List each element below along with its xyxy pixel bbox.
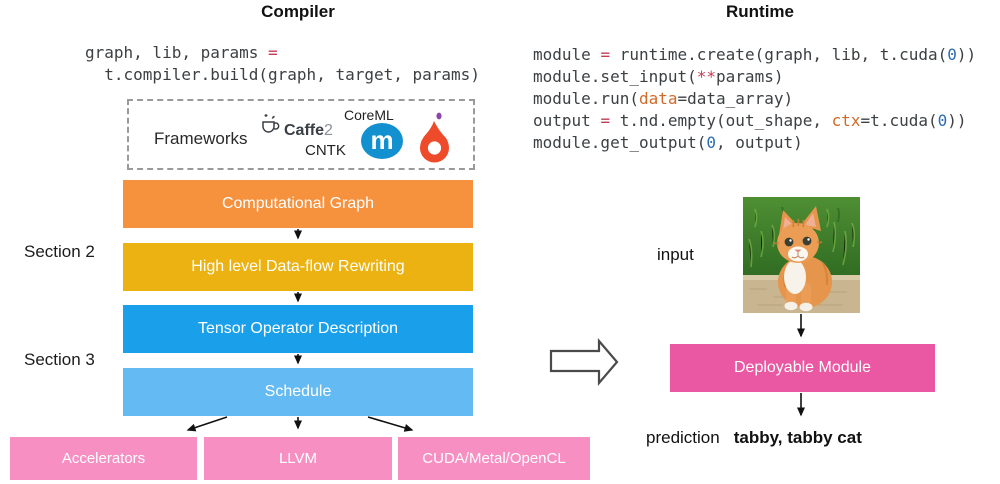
prediction-label: prediction [646,428,720,447]
code-line: output = t.nd.empty(out_shape, ctx=t.cud… [533,111,967,130]
prediction-row: prediction tabby, tabby cat [646,428,862,448]
cntk-label: CNTK [305,142,346,159]
caffe2-version: 2 [324,122,333,139]
stage-label: Computational Graph [221,195,375,212]
target-label: CUDA/Metal/OpenCL [422,450,566,467]
input-label: input [657,245,694,264]
mxnet-logo-icon: m [361,123,403,159]
deployable-module-label: Deployable Module [734,359,871,376]
pytorch-flame-icon [419,111,451,165]
code-line: module.run(data=data_array) [533,89,794,108]
mxnet-letter: m [370,124,394,155]
runtime-title: Runtime [726,2,794,21]
stage-dataflow-rewriting: High level Data-flow Rewriting [123,243,473,291]
stage-label: Tensor Operator Description [197,320,399,337]
compiler-code-block: graph, lib, params = t.compiler.build(gr… [85,42,480,86]
code-line: graph, lib, params = [85,43,278,62]
deployable-module-box: Deployable Module [670,344,935,392]
coffee-cup-icon [260,113,280,135]
arrow-schedule-to-accelerators [186,416,228,432]
target-cuda-metal-opencl: CUDA/Metal/OpenCL [398,437,590,480]
code-line: module = runtime.create(graph, lib, t.cu… [533,45,977,64]
code-line: module.get_output(0, output) [533,133,803,152]
code-line: module.set_input(**params) [533,67,784,86]
target-label: Accelerators [61,450,146,467]
compiler-title: Compiler [261,2,335,21]
target-accelerators: Accelerators [10,437,197,480]
caffe2-name: Caffe [284,122,325,139]
stage-label: High level Data-flow Rewriting [191,258,405,275]
stage-label: Schedule [264,383,332,400]
section-3-label: Section 3 [24,350,95,369]
caffe2-logo-text: Caffe2 [284,122,333,140]
compiler-to-runtime-arrow-icon [549,338,619,386]
coreml-label: CoreML [344,107,394,123]
runtime-code-block: module = runtime.create(graph, lib, t.cu… [533,44,976,154]
arrow-schedule-to-cuda [367,416,414,432]
target-llvm: LLVM [204,437,392,480]
stage-tensor-operator-description: Tensor Operator Description [123,305,473,353]
target-label: LLVM [278,450,318,467]
prediction-value: tabby, tabby cat [733,428,862,447]
section-2-label: Section 2 [24,242,95,261]
frameworks-box: Frameworks Caffe2 CoreML CNTK m [127,99,475,170]
frameworks-label: Frameworks [154,129,248,148]
stage-computational-graph: Computational Graph [123,180,473,228]
code-line: t.compiler.build(graph, target, params) [85,65,480,84]
input-cat-image [743,197,860,313]
stage-schedule: Schedule [123,368,473,416]
